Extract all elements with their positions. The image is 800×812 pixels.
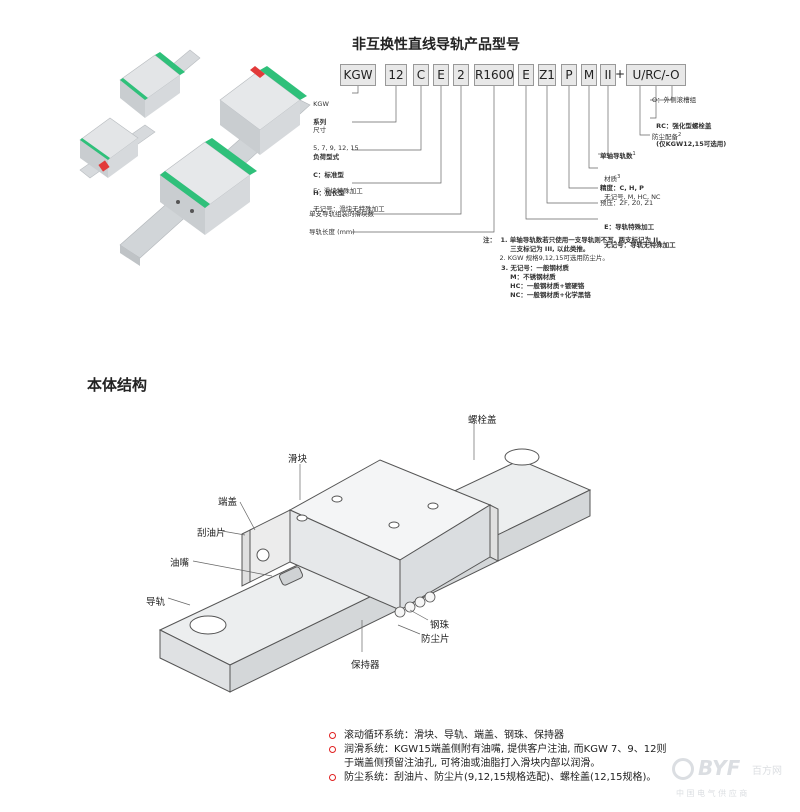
load-standard: C：标准型 xyxy=(313,171,344,179)
watermark-logo-icon xyxy=(672,758,694,780)
label-precision: 精度：C, H, P xyxy=(600,184,644,193)
callout-ball: 钢珠 xyxy=(430,620,450,631)
single-rail-caption: 单轴导轨数 xyxy=(600,152,633,161)
callout-dust-seal: 防尘片 xyxy=(421,634,450,645)
note-line-5: M：不锈钢材质 xyxy=(483,273,556,281)
bullet-text: 滚动循环系统：滑块、导轨、端盖、钢珠、保持器 xyxy=(344,730,564,741)
rail-process-none: 无记号：导轨无特殊加工 xyxy=(604,241,676,249)
label-dust-option: 防尘配备2 xyxy=(652,131,681,142)
load-caption: 负荷型式 xyxy=(313,153,340,161)
note-line-1: 注： 1. 单轴导轨数若只使用一支导轨则不写, 两支标记为 II, xyxy=(483,236,661,244)
dust-caption: 防尘配备 xyxy=(652,133,678,142)
rc-caption: RC：强化型螺栓盖 xyxy=(656,122,712,130)
watermark-main: BYF xyxy=(698,756,741,780)
watermark-tagline: 中 国 电 气 供 应 商 xyxy=(676,789,748,798)
note-line-3: 2. KGW 规格9,12,15可选用防尘片。 xyxy=(483,254,609,262)
load-extended: H：加长型 xyxy=(313,189,345,197)
bullet-lubrication-cont: 于端盖侧预留注油孔, 可将油或油脂打入滑块内部以润滑。 xyxy=(329,757,600,771)
product-photo xyxy=(79,49,311,266)
label-bolt-cap-option: RC：强化型螺栓盖 (仅KGW12,15可选用) xyxy=(652,113,726,149)
model-code-title: 非互换性直线导轨产品型号 xyxy=(352,37,520,53)
watermark-sub: 百方网 xyxy=(752,766,782,777)
label-rail-process: E：导轨特殊加工 无记号：导轨无特殊加工 xyxy=(600,214,676,250)
code-precision: P xyxy=(561,64,577,86)
bullet-text: 润滑系统：KGW15端盖侧附有油嘴, 提供客户注油, 而KGW 7、9、12则 xyxy=(344,744,667,755)
bullet-dust-system: 防尘系统：刮油片、防尘片(9,12,15规格选配)、螺栓盖(12,15规格)。 xyxy=(329,771,656,785)
code-rail-process: E xyxy=(518,64,534,86)
structure-title: 本体结构 xyxy=(87,376,148,394)
label-series: KGW 系列 xyxy=(309,91,329,127)
precision-caption: 精度：C, H, P xyxy=(600,184,644,192)
code-material: M xyxy=(581,64,597,86)
callout-nipple: 油嘴 xyxy=(170,558,190,569)
bullet-dot xyxy=(329,745,336,753)
rail-process-e: E：导轨特殊加工 xyxy=(604,223,655,231)
label-blocks-per-rail: 单支导轨组装的滑块数 xyxy=(309,210,374,218)
code-options: U/RC/-O xyxy=(626,64,686,86)
material-caption: 材质 xyxy=(604,175,618,184)
block-process-e: E：滑块特殊加工 xyxy=(313,187,363,195)
callout-retainer: 保持器 xyxy=(351,660,380,671)
callout-lines xyxy=(167,424,475,652)
dust-sup: 2 xyxy=(678,132,682,138)
callout-scraper: 刮油片 xyxy=(197,528,226,539)
watermark: BYF 百方网 中 国 电 气 供 应 商 xyxy=(672,756,792,806)
rc-note: (仅KGW12,15可选用) xyxy=(656,140,727,148)
label-rail-length: 导轨长度 (mm) xyxy=(309,228,355,236)
callout-end-cap: 端盖 xyxy=(218,497,238,508)
bullet-text: 防尘系统：刮油片、防尘片(9,12,15规格选配)、螺栓盖(12,15规格)。 xyxy=(344,772,657,783)
code-rail-count: II xyxy=(600,64,616,86)
callout-rail: 导轨 xyxy=(146,597,166,608)
code-load: C xyxy=(413,64,429,86)
bullet-text: 于端盖侧预留注油孔, 可将油或油脂打入滑块内部以润滑。 xyxy=(344,758,601,769)
code-block-process: E xyxy=(433,64,449,86)
block-process-none: 无记号：滑块无特殊加工 xyxy=(313,205,385,213)
code-size: 12 xyxy=(385,64,407,86)
label-outer-groove: O：外侧滚槽组 xyxy=(652,96,697,104)
label-load-type: 负荷型式 C：标准型 H：加长型 xyxy=(309,144,345,198)
code-block-count: 2 xyxy=(453,64,469,86)
note-line-7: NC：一般钢材质+化学黑铬 xyxy=(483,291,591,299)
bullet-lubrication-system: 润滑系统：KGW15端盖侧附有油嘴, 提供客户注油, 而KGW 7、9、12则 xyxy=(329,743,666,757)
size-caption: 尺寸 xyxy=(313,126,327,134)
bullet-rolling-system: 滚动循环系统：滑块、导轨、端盖、钢珠、保持器 xyxy=(329,729,564,743)
label-block-process: E：滑块特殊加工 无记号：滑块无特殊加工 xyxy=(309,178,385,214)
label-preload: 预压：ZF, Z0, Z1 xyxy=(600,199,654,207)
code-preload: Z1 xyxy=(538,64,556,86)
structure-diagram xyxy=(158,448,592,693)
note-line-2: 三支标记为 III, 以此类推。 xyxy=(483,245,590,253)
code-kgw: KGW xyxy=(340,64,376,86)
material-values: 无记号, M, HC, NC xyxy=(604,193,661,202)
note-line-4: 3. 无记号：一般钢材质 xyxy=(483,264,569,272)
bullet-dot xyxy=(329,731,336,739)
leader-lines xyxy=(352,86,673,233)
label-single-rail: 单轴导轨数1 xyxy=(600,150,636,161)
bullet-dot xyxy=(329,773,336,781)
code-length: R1600 xyxy=(474,64,514,86)
label-size: 尺寸 5, 7, 9, 12, 15 xyxy=(309,117,359,153)
series-caption: 系列 xyxy=(313,118,327,126)
code-plus: + xyxy=(614,67,626,81)
label-material: 材质3 无记号, M, HC, NC xyxy=(600,164,660,202)
callout-block: 滑块 xyxy=(288,454,308,465)
size-values: 5, 7, 9, 12, 15 xyxy=(313,144,359,152)
single-rail-sup: 1 xyxy=(632,151,636,157)
material-sup: 3 xyxy=(617,174,621,180)
callout-bolt-cap: 螺栓盖 xyxy=(468,415,497,426)
series-name: KGW xyxy=(313,100,329,108)
note-line-6: HC：一般钢材质+镀硬铬 xyxy=(483,282,585,290)
